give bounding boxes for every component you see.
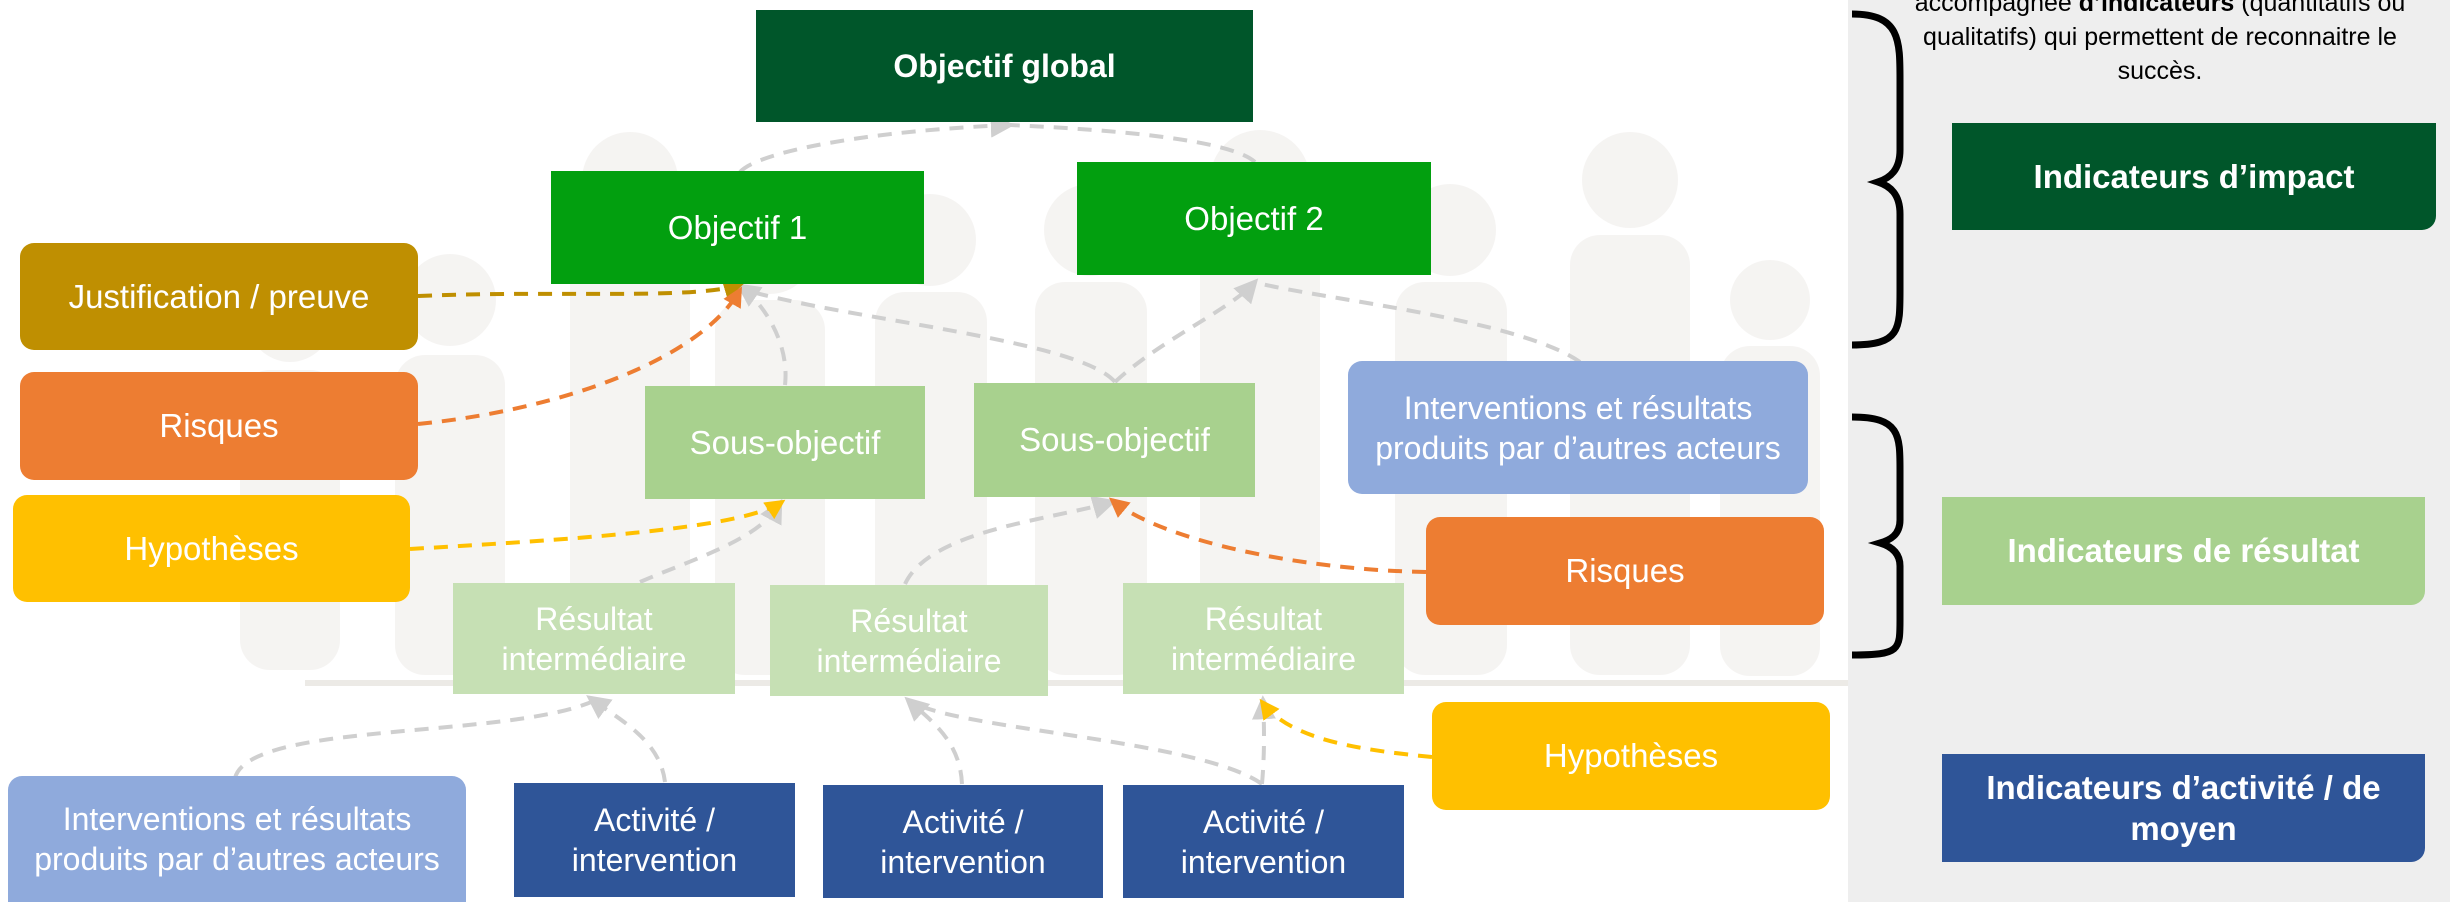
connector-interventions-bottom-to-resultat1: [233, 696, 601, 779]
connector-sous2-to-objectif1: [744, 288, 1117, 384]
resultat-intermediaire-2-box: Résultat intermédiaire: [770, 585, 1048, 696]
activite-intervention-2-box: Activité / intervention: [823, 785, 1103, 898]
sous-objectif-2-box: Sous-objectif: [974, 383, 1255, 497]
note-line-1: accompagnée d’indicateurs (quantitatifs …: [1914, 0, 2406, 17]
objectif-2-box: Objectif 2: [1077, 162, 1431, 275]
hypotheses-right-box: Hypothèses: [1432, 702, 1830, 810]
note-line-3: succès.: [2117, 57, 2203, 85]
risques-right-box: Risques: [1426, 517, 1824, 625]
connector-justification: [417, 280, 744, 300]
connector-activite3-to-resultat2: [910, 700, 1264, 786]
connector-interventions-right-to-objectif2: [1261, 282, 1582, 364]
connector-hypotheses-left: [409, 499, 786, 551]
justification-preuve-box: Justification / preuve: [20, 243, 418, 350]
connector-objectif1-to-global: [738, 113, 1015, 174]
indicateurs-impact-box: Indicateurs d’impact: [1952, 123, 2436, 230]
connector-risques-right: [1108, 497, 1427, 574]
connector-sous1-to-objectif1: [736, 283, 788, 386]
indicateurs-activite-box: Indicateurs d’activité / de moyen: [1942, 754, 2425, 862]
indicators-note: accompagnée d’indicateurs (quantitatifs …: [1880, 0, 2440, 88]
connector-sous2-to-objectif2: [1113, 278, 1259, 384]
sous-objectif-1-box: Sous-objectif: [645, 386, 925, 499]
connector-resultat2-to-sous2: [903, 495, 1117, 585]
interventions-autres-acteurs-bottom-box: Interventions et résultats produits par …: [8, 776, 466, 902]
activite-intervention-3-box: Activité / intervention: [1123, 785, 1404, 898]
curly-brace-top: [1851, 10, 1904, 349]
ground-line: [305, 680, 1848, 686]
activite-intervention-1-box: Activité / intervention: [514, 783, 795, 897]
curly-brace-bottom: [1851, 413, 1904, 659]
indicateurs-resultat-box: Indicateurs de résultat: [1942, 497, 2425, 605]
resultat-intermediaire-3-box: Résultat intermédiaire: [1123, 583, 1404, 694]
connector-objectif2-to-global: [1009, 123, 1257, 164]
note-line-2: qualitatifs) qui permettent de reconnait…: [1923, 23, 2397, 51]
objectif-global-box: Objectif global: [756, 10, 1253, 122]
connector-resultat1-to-sous1: [639, 498, 783, 584]
connector-hypotheses-right: [1259, 698, 1433, 759]
connector-activite1-to-resultat1: [586, 695, 667, 783]
interventions-autres-acteurs-right-box: Interventions et résultats produits par …: [1348, 361, 1808, 494]
risques-left-box: Risques: [20, 372, 418, 480]
resultat-intermediaire-1-box: Résultat intermédiaire: [453, 583, 735, 694]
connector-activite2-to-resultat2: [904, 696, 964, 785]
objectif-1-box: Objectif 1: [551, 171, 924, 284]
hypotheses-left-box: Hypothèses: [13, 495, 410, 602]
connector-activite3-to-resultat3: [1251, 695, 1276, 785]
connector-risques-left: [417, 286, 742, 426]
